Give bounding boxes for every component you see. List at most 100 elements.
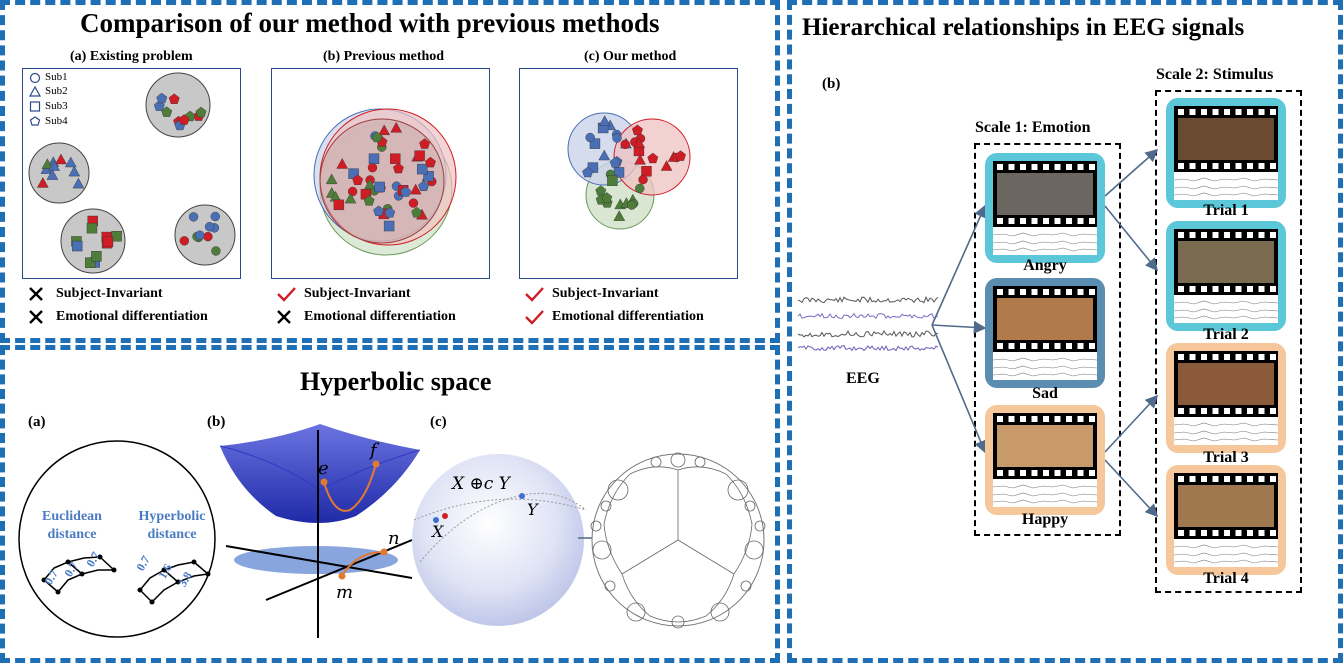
axis-x bbox=[225, 545, 413, 579]
sample-marker bbox=[632, 124, 643, 136]
point-n: n bbox=[388, 528, 400, 549]
criterion-emotion: Emotional differentiation bbox=[276, 309, 456, 325]
hyperboloid-figure bbox=[219, 424, 421, 638]
sample-marker bbox=[211, 246, 221, 256]
emotion-sad bbox=[985, 278, 1105, 388]
sample-marker bbox=[64, 156, 77, 168]
sample-marker bbox=[72, 240, 83, 252]
caption-existing-problem: (a) Existing problem bbox=[70, 49, 193, 64]
hyperbolic-panel bbox=[0, 345, 780, 663]
sample-marker bbox=[86, 222, 98, 234]
sample-marker bbox=[634, 153, 646, 165]
sample-marker bbox=[585, 132, 595, 143]
criterion-label: Emotional differentiation bbox=[552, 309, 704, 324]
sample-marker bbox=[378, 124, 391, 136]
cross-icon bbox=[28, 309, 48, 325]
sample-marker bbox=[111, 231, 122, 242]
poincare-plane bbox=[234, 546, 398, 574]
emotion-angry-label: Angry bbox=[1023, 257, 1067, 274]
eeg-signal bbox=[797, 295, 939, 352]
legend-sub4: Sub4 bbox=[45, 115, 68, 127]
criterion-label: Subject-Invariant bbox=[552, 286, 659, 301]
sample-marker bbox=[68, 165, 81, 177]
sample-marker bbox=[178, 114, 190, 125]
sample-marker bbox=[41, 158, 54, 169]
sample-marker bbox=[168, 93, 180, 104]
criterion-subject: Subject-Invariant bbox=[28, 286, 163, 302]
sample-marker bbox=[612, 133, 622, 143]
hyperboloid-surface bbox=[220, 424, 420, 523]
film-strip bbox=[992, 413, 1098, 507]
hierarchy-panel bbox=[787, 0, 1343, 663]
trial-2-label: Trial 2 bbox=[1203, 326, 1249, 343]
sample-marker bbox=[392, 162, 404, 174]
sample-marker bbox=[589, 138, 601, 149]
criterion-label: Emotional differentiation bbox=[304, 309, 456, 324]
emotion-happy bbox=[985, 405, 1105, 515]
hyperbolic-title: Hyperbolic space bbox=[300, 367, 492, 396]
sample-marker bbox=[102, 236, 114, 247]
sample-marker bbox=[411, 206, 423, 218]
criterion-label: Subject-Invariant bbox=[304, 286, 411, 301]
sample-marker bbox=[367, 162, 378, 173]
distance-disk bbox=[18, 440, 216, 638]
sample-marker bbox=[384, 207, 396, 218]
sample-marker bbox=[638, 174, 648, 185]
our-method-clusters bbox=[567, 112, 691, 230]
legend-triangle-icon bbox=[28, 85, 42, 97]
eeg-label: EEG bbox=[846, 370, 880, 387]
poincare-ball-figure bbox=[412, 452, 766, 629]
sample-marker bbox=[161, 106, 173, 117]
comparison-panel bbox=[0, 0, 780, 343]
criterion-label: Emotional differentiation bbox=[56, 309, 208, 324]
trial-1-label: Trial 1 bbox=[1203, 202, 1249, 219]
legend-sub3: Sub3 bbox=[45, 100, 68, 112]
sample-marker bbox=[613, 210, 626, 221]
emotion-angry bbox=[985, 153, 1105, 263]
cross-icon bbox=[276, 309, 296, 325]
film-strip bbox=[1173, 106, 1279, 200]
sample-marker bbox=[620, 139, 630, 150]
check-icon bbox=[524, 286, 544, 302]
sample-marker bbox=[423, 171, 434, 182]
scale2-label: Scale 2: Stimulus bbox=[1156, 66, 1274, 83]
sample-marker bbox=[675, 150, 686, 161]
trial-1 bbox=[1166, 98, 1286, 208]
label-hyp-c: (c) bbox=[430, 414, 447, 430]
check-icon bbox=[524, 309, 544, 325]
trial-3 bbox=[1166, 343, 1286, 453]
label-hier-b: (b) bbox=[822, 76, 841, 92]
trial-3-label: Trial 3 bbox=[1203, 449, 1249, 466]
scale1-group bbox=[974, 143, 1121, 536]
geodesic-mn bbox=[341, 551, 385, 577]
sample-marker bbox=[204, 222, 215, 232]
sample-marker bbox=[179, 236, 190, 246]
sample-marker bbox=[418, 180, 430, 191]
sample-marker bbox=[607, 175, 618, 186]
poincare-ball bbox=[412, 454, 584, 626]
film-strip bbox=[992, 161, 1098, 255]
caption-previous-method: (b) Previous method bbox=[323, 49, 445, 64]
label-hyp-b: (b) bbox=[207, 414, 226, 430]
criterion-label: Subject-Invariant bbox=[56, 286, 163, 301]
sample-marker bbox=[400, 186, 412, 197]
film-strip bbox=[1173, 229, 1279, 323]
sample-marker bbox=[582, 166, 594, 178]
sample-marker bbox=[203, 231, 213, 242]
sample-marker bbox=[414, 150, 425, 161]
emotion-happy-label: Happy bbox=[1021, 511, 1069, 528]
sample-marker bbox=[633, 137, 645, 148]
sample-marker bbox=[85, 257, 96, 268]
sample-marker bbox=[647, 152, 659, 164]
scale2-group bbox=[1155, 90, 1302, 593]
point-m: m bbox=[336, 582, 354, 603]
our-method-plot bbox=[519, 68, 738, 279]
scale1-label: Scale 1: Emotion bbox=[975, 119, 1091, 136]
existing-problem-plot: Sub1 Sub2 Sub3 Sub4 bbox=[22, 68, 241, 279]
sample-marker bbox=[46, 169, 59, 180]
sample-marker bbox=[344, 192, 357, 204]
sample-marker bbox=[598, 149, 611, 161]
sample-marker bbox=[374, 181, 385, 193]
cluster-sub4 bbox=[145, 72, 211, 138]
